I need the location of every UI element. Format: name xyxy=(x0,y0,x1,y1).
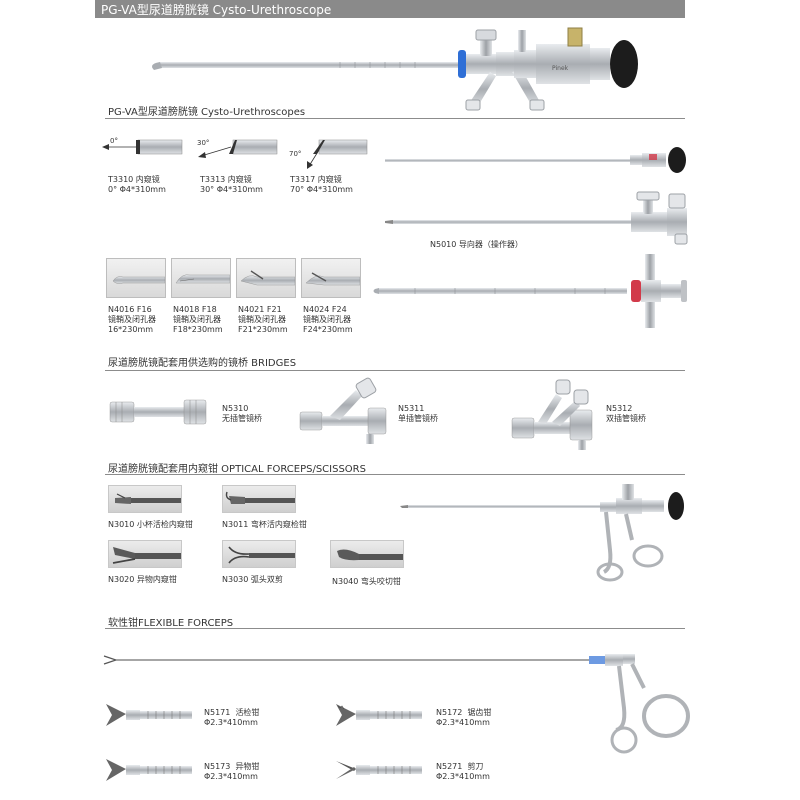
forceps-thumb-n3040 xyxy=(330,540,404,568)
sheath-obturator-figure xyxy=(373,254,687,328)
forceps-label-n3030: N3030 弧头双剪 xyxy=(222,575,283,584)
bridge-n5310-figure xyxy=(109,399,207,425)
angle-mark-30: 30° xyxy=(197,139,209,147)
section-divider xyxy=(105,118,685,119)
scope-brand-text: Pinek xyxy=(552,65,569,72)
sheath-label-n4018: N4018 F18 镜鞘及闭孔器 F18*230mm xyxy=(173,305,223,334)
sheath-thumb-n4024 xyxy=(301,258,361,298)
angle-mark-70: 70° xyxy=(289,150,301,158)
sheath-thumb-n4021 xyxy=(236,258,296,298)
forceps-thumb-n3011 xyxy=(222,485,296,513)
section-title-flexible: 软性钳FLEXIBLE FORCEPS xyxy=(108,618,234,629)
header-title: PG-VA型尿道膀胱镜 Cysto-Urethroscope xyxy=(101,3,332,17)
forceps-thumb-n3030 xyxy=(222,540,296,568)
forceps-label-n3040: N3040 弯头咬切钳 xyxy=(332,577,401,586)
flex-label-n5173: N5173 异物钳 Φ2.3*410mm xyxy=(204,762,260,781)
sheath-label-n4024: N4024 F24 镜鞘及闭孔器 F24*230mm xyxy=(303,305,353,334)
telescope-long-figure xyxy=(385,147,686,173)
angle-mark-0: 0° xyxy=(110,137,118,145)
forceps-thumb-n3010 xyxy=(108,485,182,513)
optical-forceps-assembly-figure xyxy=(400,484,684,582)
sheath-thumb-n4018 xyxy=(171,258,231,298)
flex-label-n5172: N5172 锯齿钳 Φ2.3*410mm xyxy=(436,708,492,727)
telescope-label-t3317: T3317 内窥镜 70° Φ4*310mm xyxy=(290,175,353,194)
forceps-label-n3011: N3011 弯杯活内窥检钳 xyxy=(222,520,307,529)
section-title-forceps: 尿道膀胱镜配套用内窥钳 OPTICAL FORCEPS/SCISSORS xyxy=(108,464,366,475)
section-title-bridges: 尿道膀胱镜配套用供选购的镜桥 BRIDGES xyxy=(108,358,297,369)
flex-label-n5171: N5171 活检钳 Φ2.3*410mm xyxy=(204,708,260,727)
guide-n5010-label: N5010 导向器（操作器） xyxy=(430,240,523,249)
forceps-thumb-n3020 xyxy=(108,540,182,568)
guide-n5010-figure xyxy=(385,191,688,245)
bridge-n5311-figure xyxy=(299,377,387,444)
header-bar: PG-VA型尿道膀胱镜 Cysto-Urethroscope xyxy=(95,0,685,18)
flex-tip-n5173 xyxy=(106,759,192,781)
sheath-thumb-n4016 xyxy=(106,258,166,298)
flex-label-n5271: N5271 剪刀 Φ2.3*410mm xyxy=(436,762,490,781)
flex-tip-n5171 xyxy=(106,704,192,726)
telescope-tip-70: 70° xyxy=(289,139,368,169)
bridge-n5312-figure xyxy=(511,379,593,450)
flex-tip-n5271 xyxy=(336,761,422,779)
telescope-label-t3310: T3310 内窥镜 0° Φ4*310mm xyxy=(108,175,166,194)
bridge-label-n5311: N5311 单插管镜桥 xyxy=(398,404,438,423)
section-title-scopes: PG-VA型尿道膀胱镜 Cysto-Urethroscopes xyxy=(108,107,306,118)
section-divider xyxy=(105,370,685,371)
forceps-label-n3010: N3010 小杯活检内窥钳 xyxy=(108,520,193,529)
telescope-tip-0: 0° xyxy=(102,137,183,155)
flexible-forceps-main-figure xyxy=(103,654,690,754)
cysto-urethroscope-figure: Pinek xyxy=(152,27,638,111)
flex-tip-n5172 xyxy=(336,704,422,726)
bridge-label-n5312: N5312 双插管镜桥 xyxy=(606,404,646,423)
bridge-label-n5310: N5310 无插管镜桥 xyxy=(222,404,262,423)
sheath-label-n4016: N4016 F16 镜鞘及闭孔器 16*230mm xyxy=(108,305,156,334)
section-divider xyxy=(105,628,685,629)
sheath-label-n4021: N4021 F21 镜鞘及闭孔器 F21*230mm xyxy=(238,305,288,334)
forceps-label-n3020: N3020 异物内窥钳 xyxy=(108,575,177,584)
telescope-tip-30: 30° xyxy=(197,139,278,158)
telescope-label-t3313: T3313 内窥镜 30° Φ4*310mm xyxy=(200,175,263,194)
section-divider xyxy=(105,474,685,475)
